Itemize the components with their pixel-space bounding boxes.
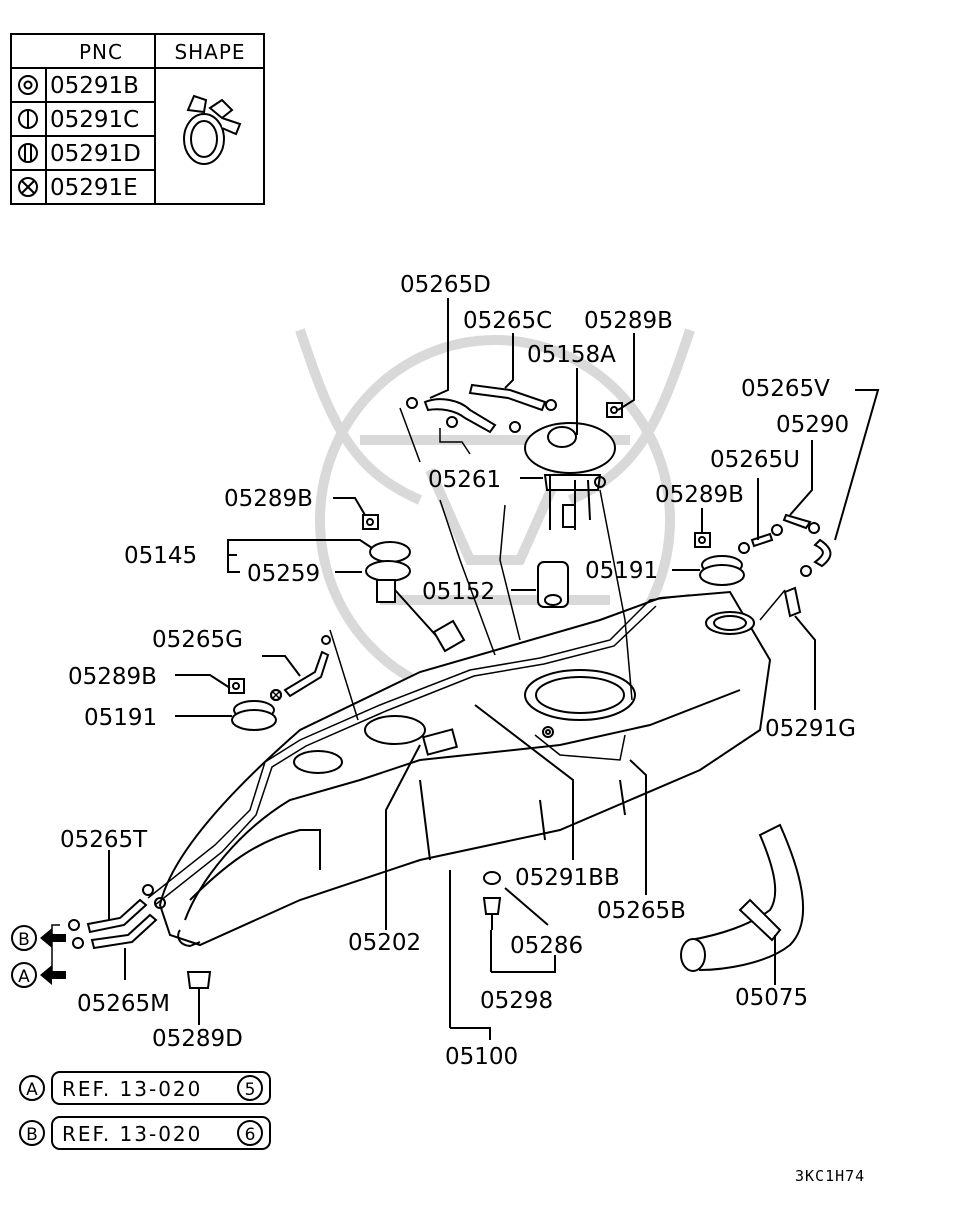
- legend-pnc-05291b: 05291B: [50, 73, 139, 99]
- legend-header-shape: SHAPE: [174, 40, 245, 64]
- bolt-05289b-top: [606, 402, 623, 418]
- circle-one-bar-icon: [18, 109, 38, 129]
- label-05100: 05100: [445, 1044, 518, 1070]
- label-05259: 05259: [247, 561, 320, 587]
- label-05265m: 05265M: [77, 991, 170, 1017]
- label-05289b-mid: 05289B: [68, 664, 157, 690]
- svg-text:B: B: [26, 1125, 38, 1145]
- marker-a-arrow: A: [11, 962, 66, 988]
- label-05286: 05286: [510, 933, 583, 959]
- connector-05290: [782, 513, 812, 530]
- hose-05265u: [750, 532, 774, 548]
- label-05291bb: 05291BB: [515, 865, 620, 891]
- ref-b-circled-number: 6: [245, 1125, 256, 1145]
- label-05289b-right: 05289B: [655, 482, 744, 508]
- reference-box-b: B REF. 13-020 6: [19, 1116, 271, 1150]
- gasket-05286: [483, 871, 501, 885]
- clamp-symbols: [270, 689, 554, 738]
- circle-x-icon: [270, 689, 282, 701]
- clamp-05291g: [783, 586, 802, 618]
- fuel-tank-drawing: [147, 590, 772, 948]
- label-05265d: 05265D: [400, 272, 491, 298]
- double-circle-icon: [18, 75, 38, 95]
- marker-b-arrow: B: [11, 925, 66, 951]
- label-05298: 05298: [480, 988, 553, 1014]
- label-05290: 05290: [776, 412, 849, 438]
- circle-x-icon: [18, 177, 38, 197]
- legend-header-pnc: PNC: [79, 40, 123, 64]
- diagram-code: 3KC1H74: [795, 1167, 865, 1185]
- hose-clamp-shape-drawing: [183, 94, 242, 165]
- label-05265v: 05265V: [741, 376, 830, 402]
- label-05265b: 05265B: [597, 898, 686, 924]
- pnc-legend-table: PNC SHAPE 05291B 05291C 05291D 05291E: [10, 33, 265, 205]
- label-05265t: 05265T: [60, 827, 148, 853]
- gauge-cap-05191-right: [699, 555, 745, 586]
- tank-pad: [421, 728, 459, 756]
- svg-text:A: A: [18, 967, 30, 987]
- hose-05265g: [283, 650, 330, 698]
- ref-a-text: REF. 13-020: [62, 1077, 202, 1101]
- fuel-filter-05152: [537, 561, 569, 608]
- bolt-05289b-mid: [228, 678, 245, 694]
- legend-pnc-05291d: 05291D: [50, 141, 141, 167]
- bolt-05289b-left: [362, 514, 379, 530]
- label-05191-left: 05191: [84, 705, 157, 731]
- bolt-05289b-right: [694, 532, 711, 548]
- label-05158a: 05158A: [527, 342, 616, 368]
- arrow-left-icon: [40, 928, 66, 948]
- label-05261: 05261: [428, 467, 501, 493]
- reference-box-a: A REF. 13-020 5: [19, 1071, 271, 1105]
- fuel-gauge-unit-05145: [365, 541, 466, 653]
- label-05289b-left: 05289B: [224, 486, 313, 512]
- label-05152: 05152: [422, 579, 495, 605]
- gauge-opening-center: [364, 715, 426, 745]
- label-05289b-top: 05289B: [584, 308, 673, 334]
- label-05291g: 05291G: [765, 716, 856, 742]
- filler-hose-05075: [688, 823, 804, 972]
- svg-text:A: A: [26, 1080, 38, 1100]
- hose-05265d: [423, 398, 497, 434]
- hose-05265t: [86, 898, 148, 934]
- leader-lines: [51, 298, 880, 1040]
- legend-pnc-05291c: 05291C: [50, 107, 139, 133]
- legend-pnc-05291e: 05291E: [50, 175, 138, 201]
- hose-05265c: [468, 383, 547, 412]
- gauge-opening-left: [293, 750, 343, 774]
- hose-05265v: [813, 538, 832, 568]
- double-circle-icon: [542, 726, 554, 738]
- label-05265g: 05265G: [152, 627, 243, 653]
- label-05075: 05075: [735, 985, 808, 1011]
- label-05145: 05145: [124, 543, 197, 569]
- fuel-pump-module: [524, 422, 616, 530]
- circle-two-bar-icon: [18, 143, 38, 163]
- bolt-05289d: [186, 971, 212, 1020]
- ref-b-text: REF. 13-020: [62, 1122, 202, 1146]
- ref-a-circled-number: 5: [245, 1080, 256, 1100]
- drain-plug-05298: [482, 897, 502, 930]
- label-05289d: 05289D: [152, 1026, 243, 1052]
- label-05202: 05202: [348, 930, 421, 956]
- pump-opening: [524, 669, 636, 721]
- label-05191-right: 05191: [585, 558, 658, 584]
- component-drawings: [68, 383, 832, 1020]
- label-05265u: 05265U: [710, 447, 800, 473]
- gauge-cap-05191-left: [231, 700, 277, 731]
- label-05265c: 05265C: [463, 308, 552, 334]
- part-labels: 05265D 05265C 05289B 05158A 05265V 05290…: [60, 272, 856, 1070]
- hose-05265m: [90, 913, 158, 950]
- svg-text:B: B: [18, 930, 30, 950]
- arrow-left-icon: [40, 965, 66, 985]
